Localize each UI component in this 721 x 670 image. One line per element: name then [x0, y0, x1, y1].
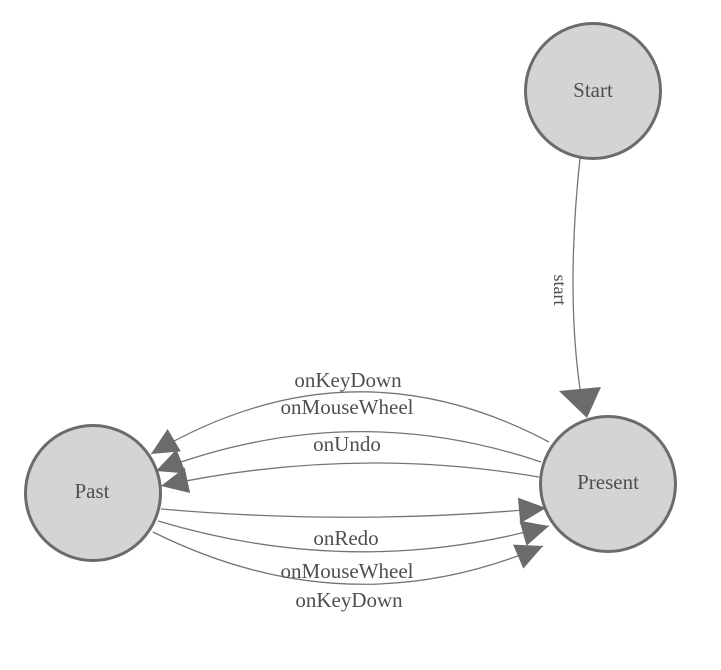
arrowhead-past-to-present-onmousewheel [519, 520, 549, 546]
arrowhead-past-to-present-onredo [517, 497, 546, 524]
edge-past-to-present-onkeydown [152, 531, 544, 585]
edge-present-to-past-onkeydown [150, 391, 550, 455]
edge-label-onkeydown-top: onKeyDown [294, 368, 402, 392]
edge-label-onredo: onRedo [313, 526, 378, 550]
edge-present-to-past-onundo [160, 462, 540, 487]
arrowhead-present-to-past-onmousewheel [156, 449, 186, 474]
state-label-present: Present [577, 470, 639, 494]
state-label-start: Start [573, 78, 613, 102]
edge-label-onkeydown-bottom: onKeyDown [295, 588, 403, 612]
arrowhead-present-to-past-onkeydown [151, 429, 181, 454]
edge-label-onundo: onUndo [313, 432, 381, 456]
state-node-start [524, 22, 662, 160]
arrowhead-past-to-present-onkeydown [513, 544, 543, 569]
edge-label-onmousewheel-top: onMouseWheel [281, 395, 414, 419]
edge-present-to-past-onmousewheel [155, 430, 542, 472]
edge-past-to-present-onredo [160, 507, 547, 518]
edge-label-start: start [550, 275, 570, 306]
arrowhead-start-to-present [559, 387, 601, 418]
edge-past-to-present-onmousewheel [157, 520, 550, 553]
state-node-past [24, 424, 162, 562]
arrowhead-present-to-past-onundo [161, 467, 191, 493]
edge-label-onmousewheel-bottom: onMouseWheel [281, 559, 414, 583]
state-node-present [539, 415, 677, 553]
state-label-past: Past [74, 479, 109, 503]
edge-start-to-present [572, 157, 581, 390]
